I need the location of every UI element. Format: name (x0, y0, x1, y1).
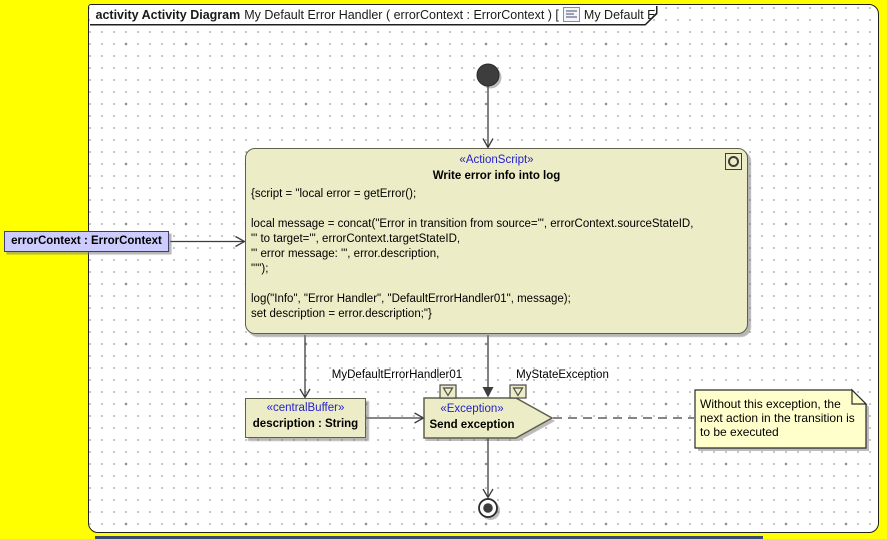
pin-label-mystateexception[interactable]: MyStateException (516, 369, 609, 381)
note-text[interactable]: Without this exception, the next action … (700, 397, 855, 439)
script-line (251, 202, 742, 217)
pin-triangle-icon (442, 387, 454, 397)
initial-node[interactable] (476, 63, 500, 87)
filled-arrowhead (482, 387, 494, 398)
script-line: "' to target='", errorContext.targetStat… (251, 233, 461, 245)
exception-name: Send exception (429, 419, 515, 431)
send-exception-node[interactable]: «Exception» Send exception (424, 401, 520, 433)
script-line: log("Info", "Error Handler", "DefaultErr… (251, 293, 571, 305)
action-node-write-error-log[interactable]: «ActionScript» Write error info into log… (245, 148, 748, 334)
pin-label-mydefaulterrorhandler01[interactable]: MyDefaultErrorHandler01 (331, 369, 463, 381)
buffer-name: description : String (252, 418, 359, 430)
action-script-icon (725, 153, 742, 170)
script-line: local message = concat("Error in transit… (251, 218, 694, 230)
arrowhead (299, 388, 311, 399)
pin-triangle-icon (512, 387, 524, 397)
buffer-stereotype: «centralBuffer» (266, 402, 345, 414)
diagram-kind-label: activity Activity Diagram (95, 7, 241, 22)
activity-diagram-icon (563, 7, 580, 22)
action-stereotype: «ActionScript» (459, 154, 534, 166)
script-line: set description = error.description;"} (251, 308, 432, 320)
diagram-title-tab[interactable]: activity Activity Diagram My Default Err… (90, 6, 658, 26)
script-line: {script = "local error = getError(); (251, 188, 417, 200)
script-line: "'"); (251, 263, 269, 275)
central-buffer-node[interactable]: «centralBuffer» description : String (245, 398, 366, 438)
action-script-body: {script = "local error = getError(); loc… (246, 184, 747, 322)
arrowhead (482, 138, 494, 149)
arrowhead (482, 488, 494, 499)
exception-stereotype: «Exception» (440, 403, 504, 415)
diagram-name-label: My Default Error Handler ( errorContext … (244, 7, 559, 22)
note-shape[interactable] (694, 389, 867, 449)
parameter-node[interactable]: errorContext : ErrorContext (4, 231, 169, 252)
window-edge-strip (95, 536, 763, 539)
final-node-dot (483, 503, 493, 513)
script-line (251, 277, 742, 292)
send-signal-shape[interactable] (423, 397, 554, 439)
note-fold-corner (851, 388, 868, 405)
action-name: Write error info into log (432, 170, 561, 182)
arrowhead (235, 235, 246, 248)
script-line: "' error message: '", error.description, (251, 248, 440, 260)
